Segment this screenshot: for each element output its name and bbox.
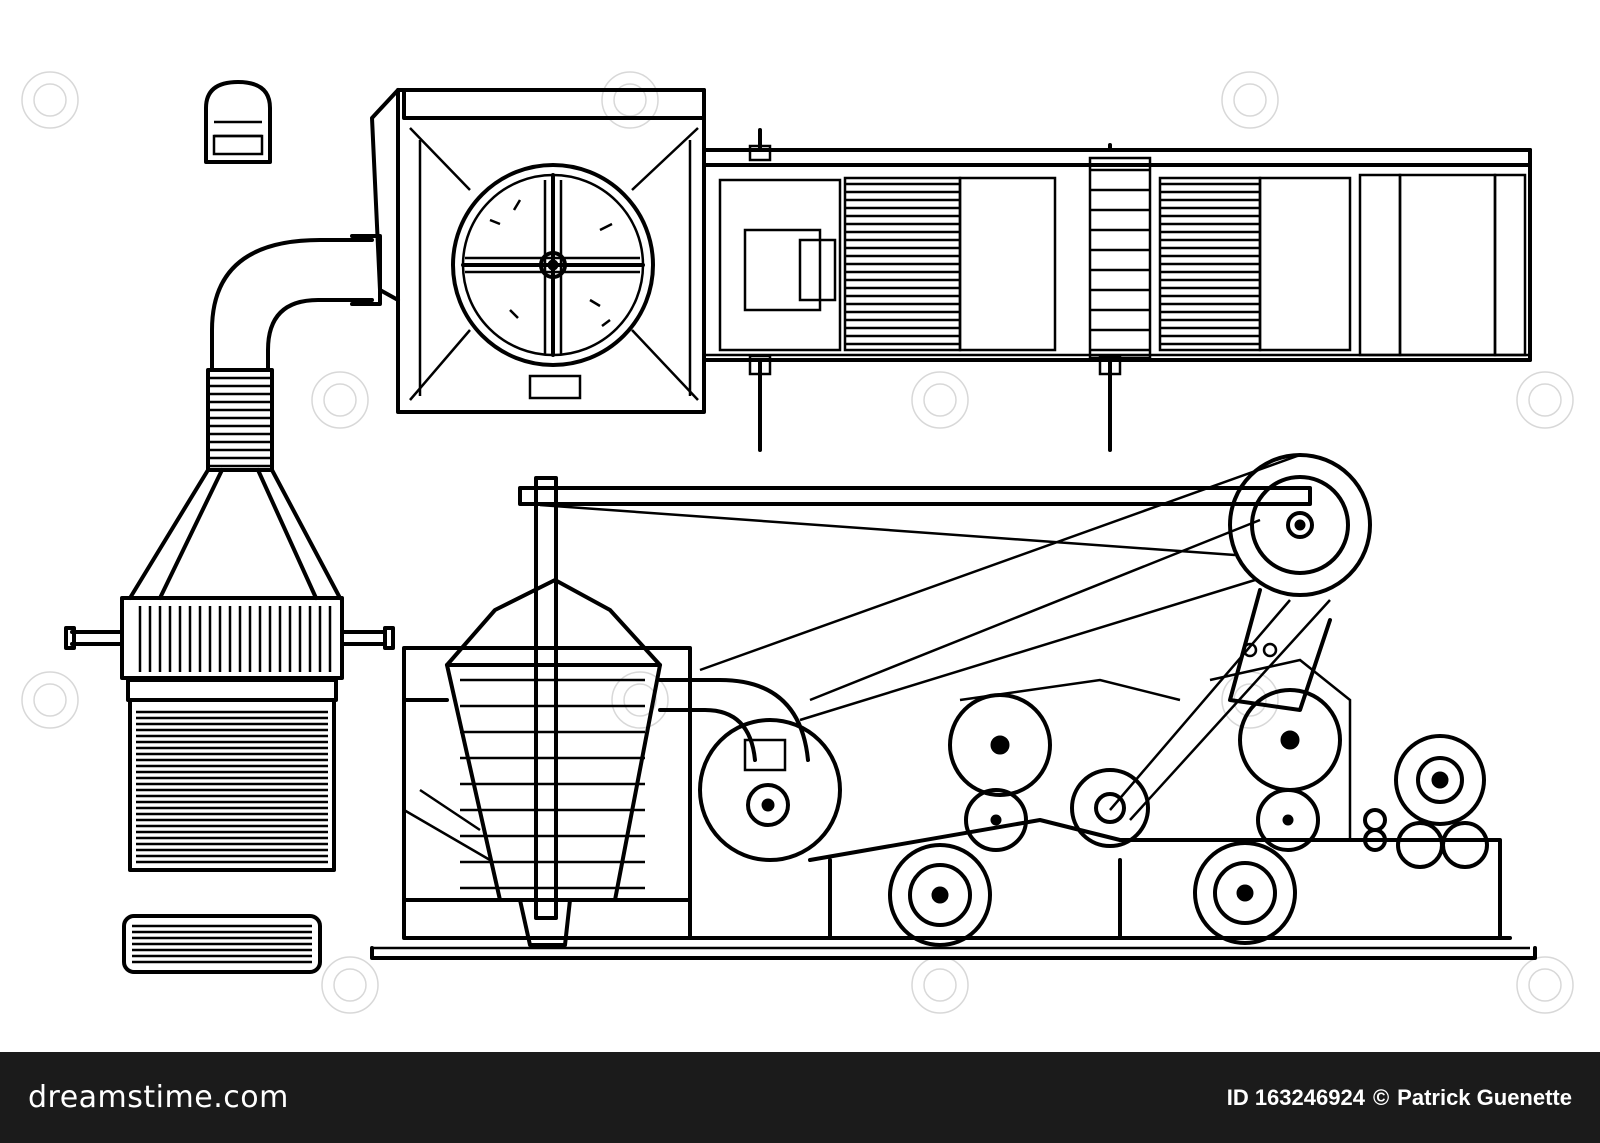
copyright-symbol: © — [1372, 1084, 1390, 1110]
fan-wheel — [451, 163, 655, 367]
image-credit: ID 163246924 © Patrick Guenette — [1227, 1085, 1572, 1111]
condenser-cage — [64, 596, 395, 872]
connecting-pipe — [658, 678, 842, 862]
lap-roll — [122, 914, 322, 974]
brand-name: dreamstime.com — [28, 1080, 289, 1115]
image-id: ID 163246924 — [1226, 1084, 1365, 1110]
machine-diagram — [21, 71, 1574, 1014]
conveyor-lattice — [702, 128, 1532, 452]
lap-drum — [1363, 734, 1489, 869]
base-rail — [370, 946, 1537, 960]
small-fitting — [204, 80, 272, 164]
brand-logo[interactable]: dreamstime.com — [28, 1080, 289, 1115]
bent-pipe — [128, 234, 382, 600]
vertical-opener — [402, 476, 692, 947]
calender-rolls — [688, 658, 1512, 947]
drive-pulley — [518, 453, 1372, 821]
footer-bar: dreamstime.com ID 163246924 © Patrick Gu… — [0, 1052, 1600, 1143]
author-name: Patrick Guenette — [1397, 1084, 1572, 1110]
